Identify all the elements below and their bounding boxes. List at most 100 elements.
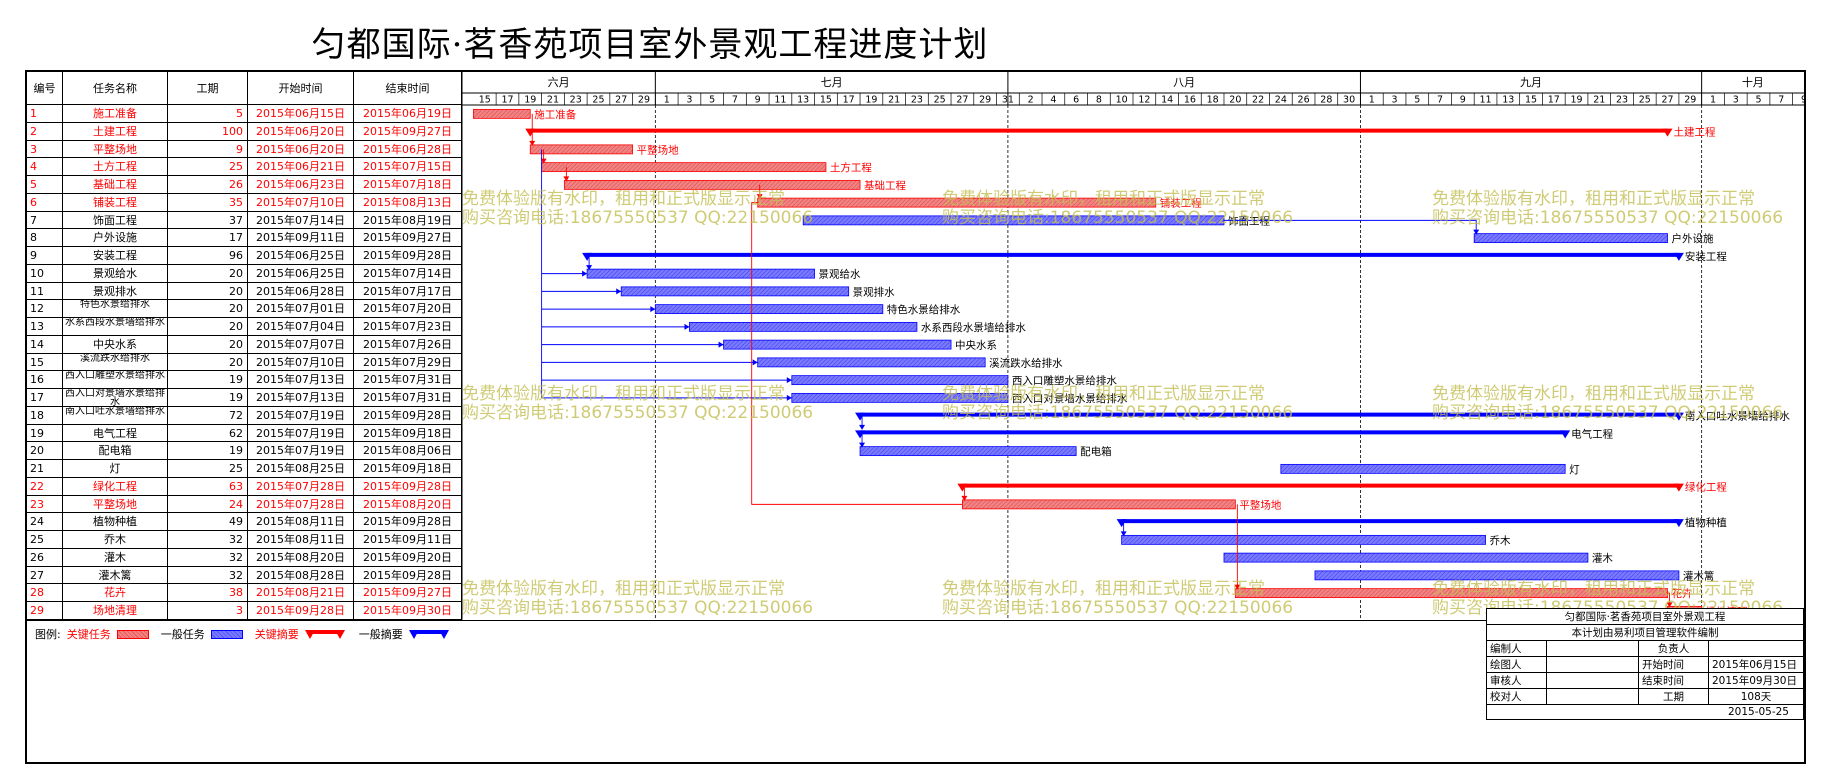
task-bar [620,286,850,297]
task-bar [757,357,986,368]
day-tick-label: 25 [592,95,604,106]
watermark-text: 购买咨询电话:18675550537 QQ:22150066 [462,403,814,423]
cell-end: 2015年09月11日 [354,531,462,549]
cell-end: 2015年09月18日 [354,424,462,443]
watermark-text: 免费体验版有水印，租用和正式版显示正常 [942,579,1265,599]
task-bar [529,144,633,155]
info-reviewer-label: 审核人 [1486,672,1547,689]
cell-id: 1 [27,105,63,123]
summary-end-icon [1673,252,1684,261]
day-tick-label: 27 [615,95,627,106]
watermark-text: 购买咨询电话:18675550537 QQ:22150066 [1432,208,1784,228]
day-tick-label: 9 [1460,95,1466,106]
cell-end: 2015年09月27日 [354,229,462,247]
cell-duration: 32 [168,566,248,585]
cell-end: 2015年07月17日 [354,282,462,301]
watermark-text: 免费体验版有水印，租用和正式版显示正常 [942,384,1265,404]
info-drawer-label: 绘图人 [1486,656,1547,673]
day-tick-label: 3 [1392,95,1398,106]
arrow-head-icon [540,158,547,164]
summary-bar [860,430,1566,435]
cell-name: 安装工程 [63,247,168,265]
cell-duration: 20 [168,300,248,318]
watermark-text: 购买咨询电话:18675550537 QQ:22150066 [942,598,1294,618]
cell-name: 铺装工程 [63,193,168,212]
cell-end: 2015年07月31日 [354,389,462,407]
cell-id: 16 [27,371,63,389]
cell-name: 场地清理 [63,602,168,620]
cell-name: 花卉 [63,584,168,602]
cell-duration: 25 [168,158,248,176]
cell-start: 2015年07月28日 [248,495,354,514]
task-bar-label: 乔木 [1490,535,1512,547]
task-bar [1280,463,1566,474]
day-tick-label: 13 [1502,95,1514,106]
cell-id: 9 [27,247,63,265]
cell-id: 21 [27,460,63,478]
legend-critical-task-swatch [116,629,149,639]
day-tick-label: 17 [501,95,513,106]
cell-start: 2015年07月10日 [248,353,354,372]
cell-duration: 17 [168,229,248,247]
cell-duration: 26 [168,176,248,194]
day-tick-label: 15 [820,95,832,106]
day-tick-label: 29 [638,95,650,106]
cell-name: 土建工程 [63,122,168,141]
cell-start: 2015年06月21日 [248,158,354,176]
info-start-value: 2015年06月15日 [1708,656,1804,673]
cell-end: 2015年08月19日 [354,211,462,230]
column-header-end: 结束时间 [354,72,462,105]
cell-start: 2015年07月14日 [248,211,354,230]
day-tick-label: 9 [755,95,761,106]
cell-name: 施工准备 [63,105,168,123]
day-tick-label: 19 [865,95,877,106]
day-tick-label: 4 [1050,95,1056,106]
legend-critical-summary-swatch [304,630,345,639]
task-bar-label: 配电箱 [1080,445,1112,458]
watermark-text: 免费体验版有水印，租用和正式版显示正常 [462,579,785,599]
cell-end: 2015年07月20日 [354,300,462,318]
task-bar [1121,534,1486,545]
cell-duration: 19 [168,442,248,460]
page-title: 匀都国际·茗香苑项目室外景观工程进度计划 [311,25,989,65]
day-tick-label: 15 [479,95,491,106]
cell-start: 2015年06月20日 [248,122,354,141]
cell-end: 2015年08月13日 [354,193,462,212]
task-bar-label: 灯 [1569,464,1580,476]
cell-id: 5 [27,176,63,194]
summary-bar [1121,519,1679,524]
day-tick-label: 28 [1320,95,1332,106]
watermark-text: 购买咨询电话:18675550537 QQ:22150066 [942,208,1294,228]
cell-duration: 20 [168,353,248,372]
day-tick-label: 16 [1184,95,1196,106]
summary-start-icon [525,128,536,137]
cell-duration: 32 [168,531,248,549]
cell-name: 灌木篱 [63,566,168,585]
arrow-head-icon [961,495,968,501]
day-tick-label: 9 [1801,95,1804,106]
task-bar-label: 平整场地 [1239,498,1281,511]
task-bar-label: 户外设施 [1672,232,1714,245]
info-project-name: 匀都国际·茗香苑项目室外景观工程 [1486,608,1804,625]
cell-name: 西入口雕塑水景给排水 [63,371,168,389]
cell-start: 2015年07月19日 [248,424,354,443]
cell-end: 2015年07月29日 [354,353,462,372]
day-tick-label: 11 [774,95,786,106]
day-tick-label: 14 [1161,95,1173,106]
cell-name: 平整场地 [63,140,168,159]
cell-id: 4 [27,158,63,176]
cell-start: 2015年07月19日 [248,442,354,460]
day-tick-label: 3 [1733,95,1739,106]
cell-name: 电气工程 [63,424,168,443]
cell-id: 10 [27,264,63,283]
cell-name: 植物种植 [63,513,168,531]
info-end-value: 2015年09月30日 [1708,672,1804,689]
watermark-text: 购买咨询电话:18675550537 QQ:22150066 [942,403,1294,423]
cell-duration: 37 [168,211,248,230]
cell-start: 2015年08月11日 [248,513,354,531]
